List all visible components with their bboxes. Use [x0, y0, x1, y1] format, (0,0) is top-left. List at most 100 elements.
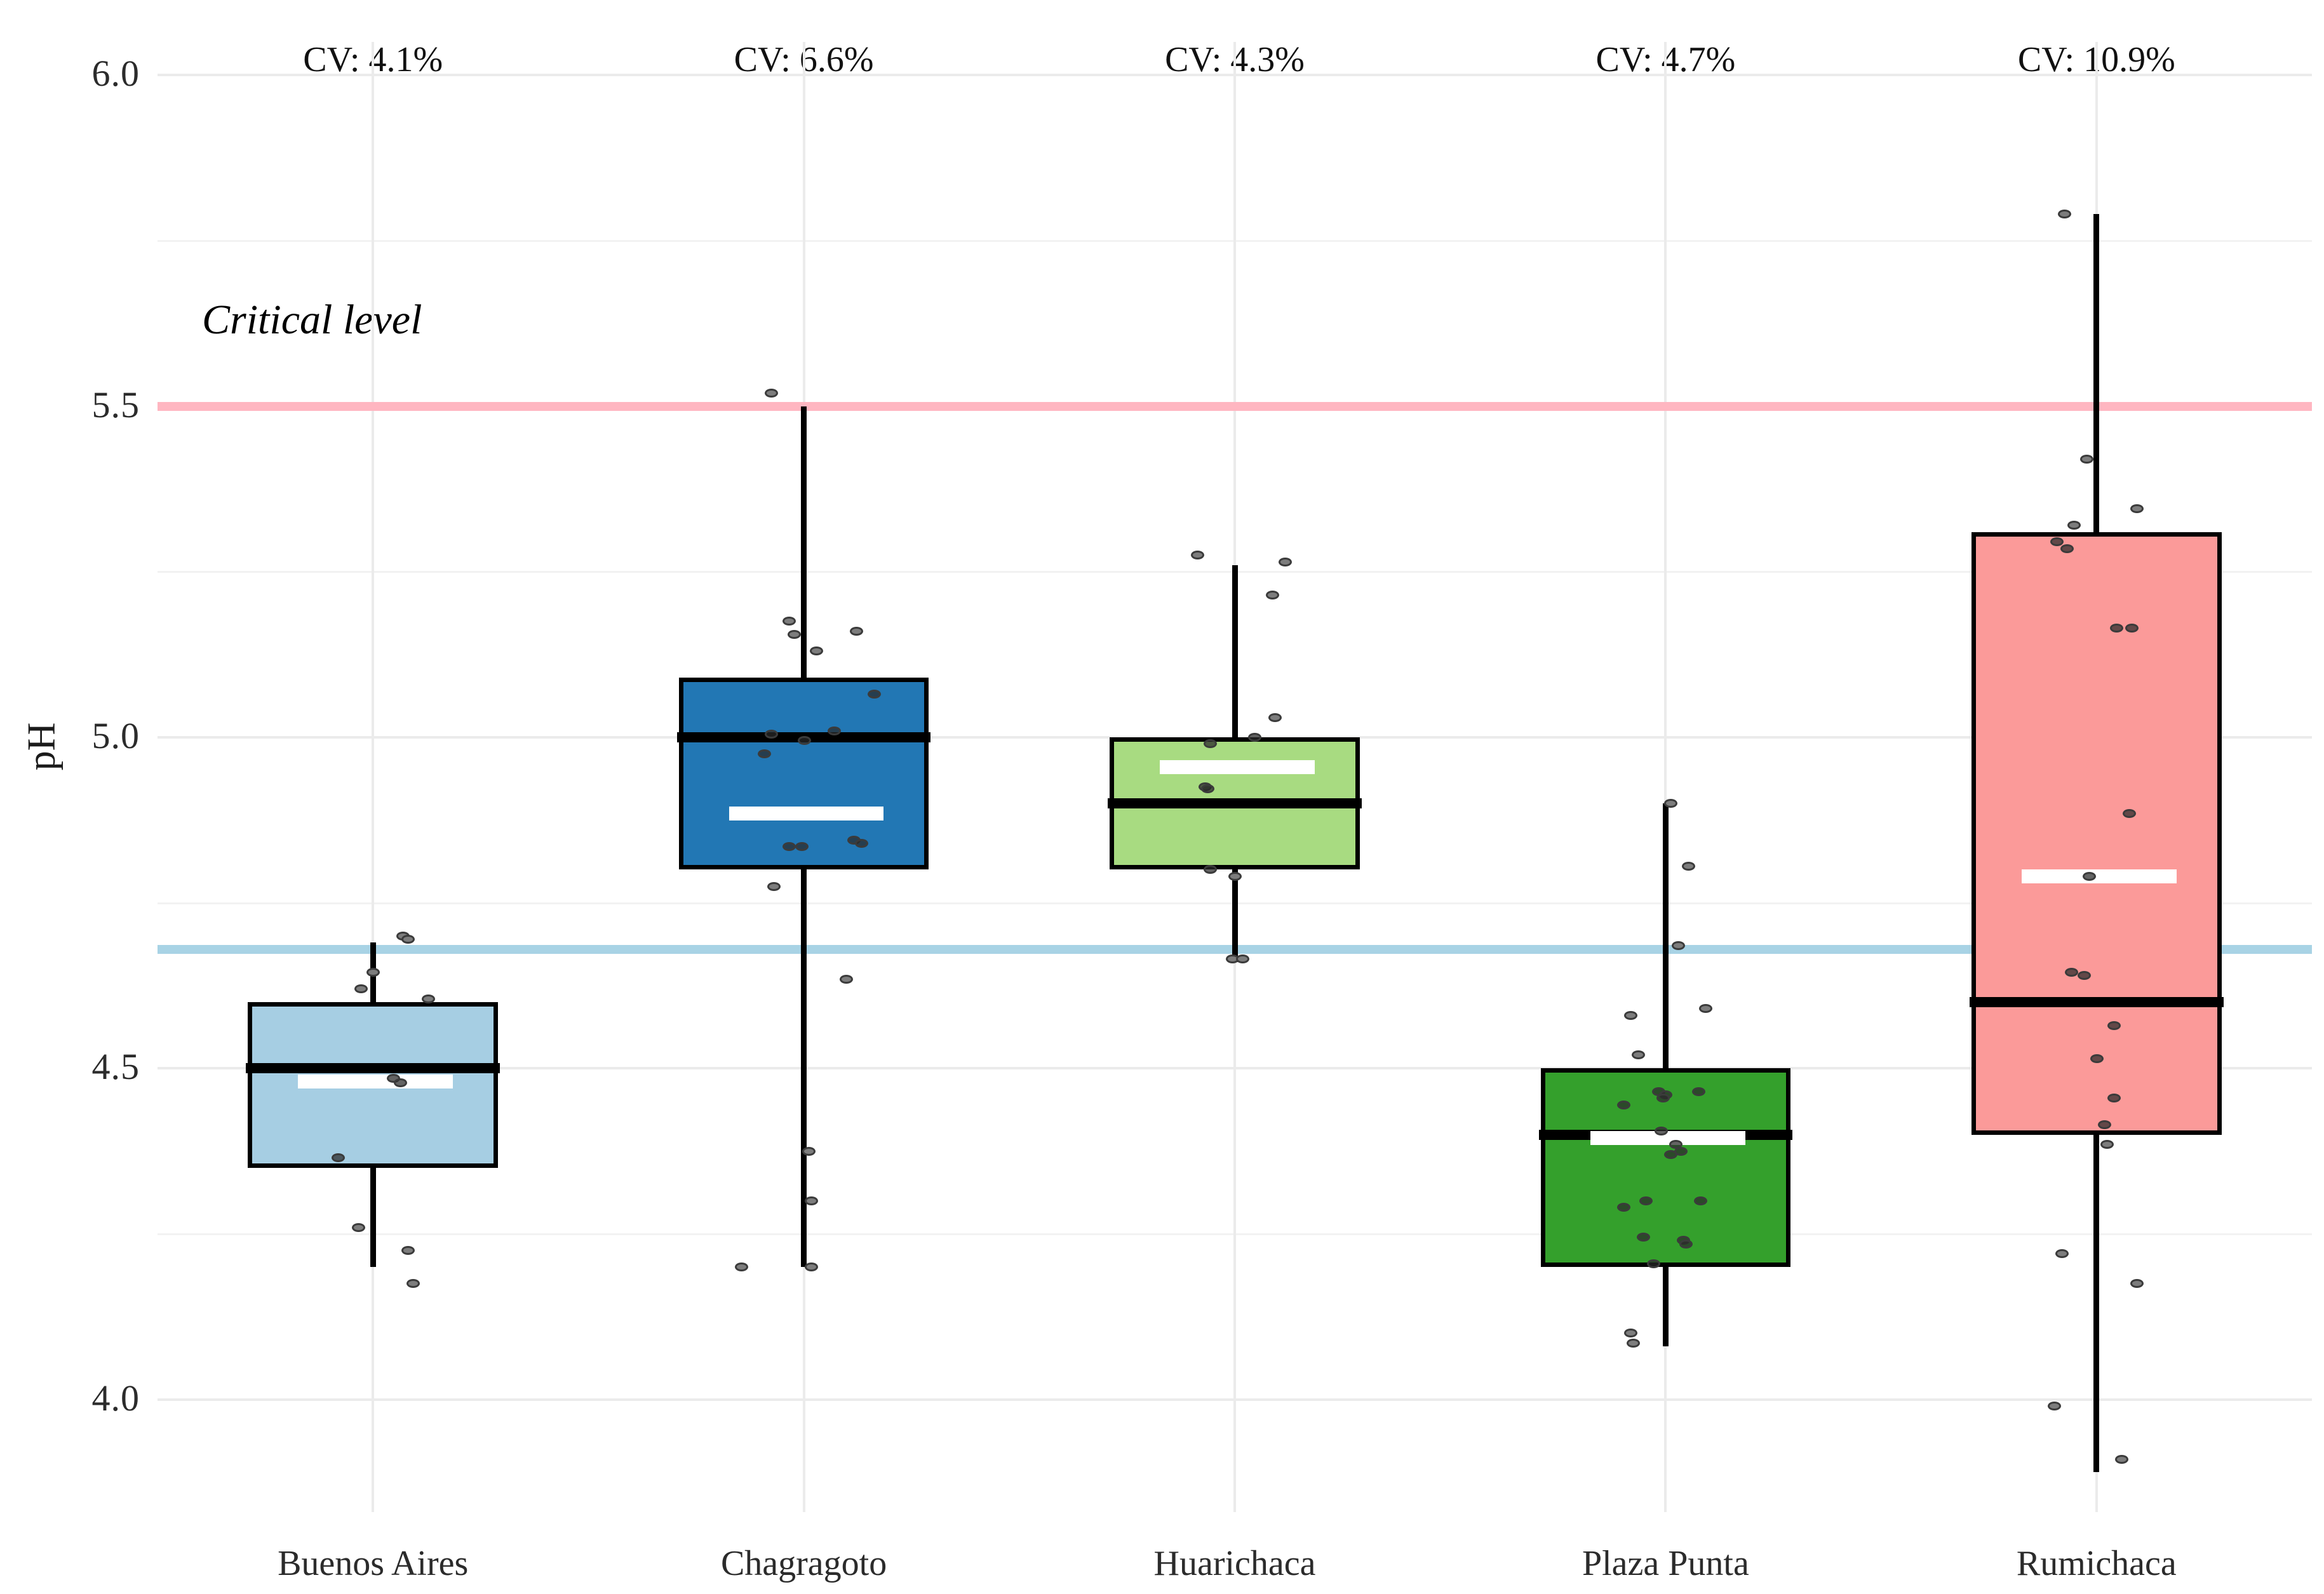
mean-line	[729, 806, 884, 820]
x-tick-label-chagragoto: Chagragoto	[720, 1544, 887, 1583]
data-point	[850, 627, 864, 636]
data-point	[1636, 1233, 1650, 1242]
data-point	[2047, 1402, 2061, 1411]
data-point	[1616, 1100, 1630, 1109]
data-point	[802, 1146, 816, 1156]
data-point	[394, 1078, 408, 1088]
data-point	[2065, 968, 2079, 977]
median-line	[246, 1063, 500, 1074]
data-point	[782, 841, 796, 851]
data-point	[1624, 1329, 1638, 1338]
data-point	[1694, 1196, 1708, 1205]
data-point	[401, 1246, 415, 1256]
data-point	[2130, 504, 2144, 514]
data-point	[2080, 454, 2094, 464]
data-point	[805, 1262, 819, 1272]
data-point	[1190, 551, 1204, 560]
data-point	[1691, 1087, 1705, 1096]
x-tick-label-huarichaca: Huarichaca	[1153, 1544, 1316, 1583]
data-point	[366, 968, 380, 977]
median-line	[1970, 997, 2224, 1008]
gridline-vertical	[372, 42, 375, 1512]
box-buenos-aires[interactable]	[248, 1002, 498, 1168]
data-point	[1639, 1196, 1653, 1205]
data-point	[1203, 739, 1217, 749]
data-point	[2122, 808, 2136, 818]
data-point	[1654, 1127, 1668, 1136]
mean-line	[1590, 1130, 1746, 1145]
box-plaza-punta[interactable]	[1540, 1068, 1791, 1268]
data-point	[1656, 1094, 1670, 1103]
data-point	[351, 1222, 365, 1232]
data-point	[2078, 971, 2092, 981]
y-tick-label: 6.0	[91, 53, 140, 95]
data-point	[767, 881, 781, 891]
data-point	[1235, 954, 1249, 964]
data-point	[2110, 623, 2124, 633]
data-point	[2125, 623, 2139, 633]
data-point	[1681, 862, 1695, 871]
data-point	[2057, 210, 2071, 219]
data-point	[765, 388, 779, 398]
y-tick-label: 4.5	[91, 1046, 140, 1088]
gridline-vertical	[1664, 42, 1667, 1512]
data-point	[1200, 784, 1214, 794]
data-point	[1228, 871, 1242, 881]
data-point	[1632, 1050, 1646, 1060]
x-tick-label-plaza-punta: Plaza Punta	[1582, 1544, 1749, 1583]
data-point	[2130, 1279, 2144, 1289]
y-tick-label: 4.0	[91, 1377, 140, 1419]
data-point	[782, 617, 796, 626]
data-point	[354, 984, 368, 994]
plot-area	[158, 42, 2312, 1512]
box-rumichaca[interactable]	[1971, 532, 2222, 1135]
mean-line	[1159, 760, 1315, 774]
data-point	[867, 690, 881, 699]
data-point	[2060, 544, 2074, 553]
median-line	[1108, 798, 1362, 809]
data-point	[2050, 537, 2064, 547]
mean-line	[298, 1075, 453, 1089]
data-point	[1664, 1149, 1678, 1159]
data-point	[2067, 521, 2081, 530]
box-chagragoto[interactable]	[678, 678, 929, 870]
data-point	[795, 841, 809, 851]
data-point	[406, 1279, 420, 1289]
data-point	[1664, 799, 1678, 808]
data-point	[421, 994, 435, 1003]
data-point	[765, 729, 779, 739]
data-point	[757, 749, 771, 758]
data-point	[2100, 1140, 2114, 1149]
data-point	[2097, 1120, 2111, 1129]
data-point	[1624, 1010, 1638, 1020]
data-point	[1699, 1004, 1713, 1014]
data-point	[1646, 1259, 1660, 1268]
data-point	[1248, 732, 1262, 742]
data-point	[2115, 1454, 2129, 1464]
data-point	[840, 974, 854, 984]
data-point	[827, 726, 841, 735]
data-point	[401, 934, 415, 944]
data-point	[1268, 713, 1282, 722]
data-point	[332, 1153, 346, 1163]
data-point	[2082, 871, 2096, 881]
data-point	[2055, 1249, 2069, 1259]
data-point	[1672, 941, 1686, 951]
x-tick-label-rumichaca: Rumichaca	[2016, 1544, 2177, 1583]
data-point	[1679, 1239, 1693, 1249]
mean-line	[2021, 869, 2177, 883]
data-point	[1627, 1339, 1641, 1348]
data-point	[1203, 865, 1217, 874]
data-point	[787, 630, 801, 640]
data-point	[1278, 557, 1292, 566]
data-point	[2107, 1021, 2121, 1030]
data-point	[810, 646, 824, 656]
critical-level-line	[158, 401, 2312, 411]
data-point	[855, 838, 869, 848]
x-tick-label-buenos-aires: Buenos Aires	[278, 1544, 469, 1583]
y-tick-label: 5.0	[91, 714, 140, 756]
data-point	[805, 1196, 819, 1205]
data-point	[1266, 590, 1280, 599]
data-point	[1616, 1203, 1630, 1212]
